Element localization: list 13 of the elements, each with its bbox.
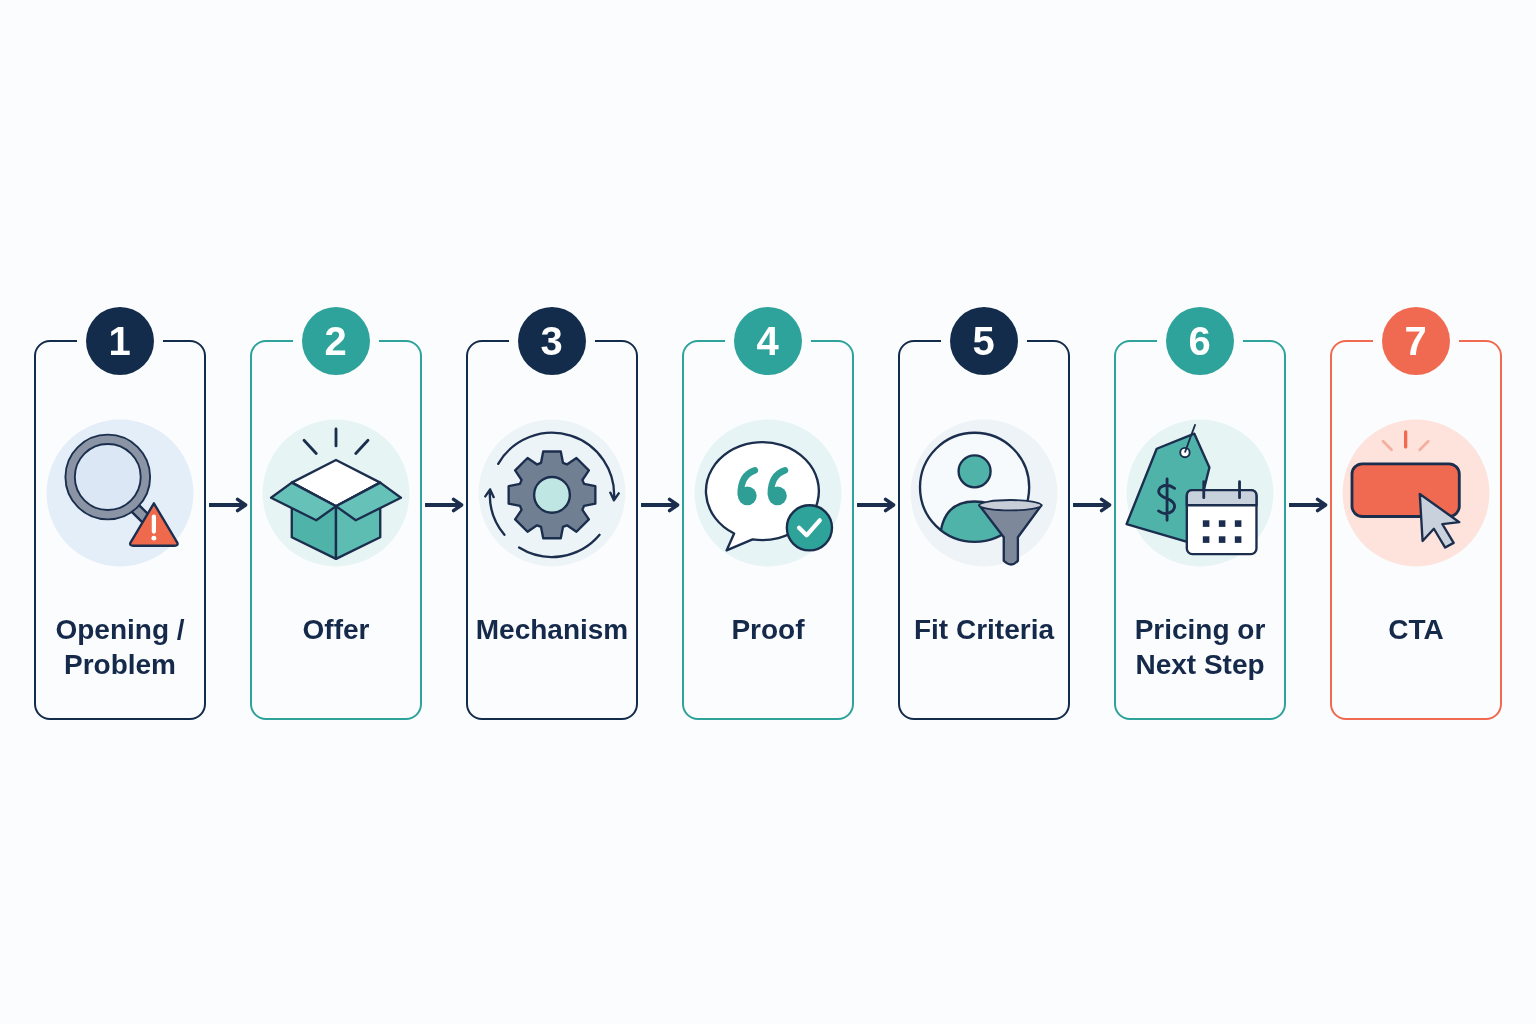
step-label: CTA [1387, 612, 1445, 647]
arrow [425, 497, 464, 513]
step-label: Opening / Problem [54, 612, 186, 682]
step-label: Pricing or Next Step [1133, 612, 1267, 682]
step-label: Mechanism [474, 612, 630, 647]
arrow [1073, 497, 1112, 513]
arrow [209, 497, 248, 513]
arrow [857, 497, 896, 513]
step-label: Proof [730, 612, 806, 647]
arrow [1289, 497, 1328, 513]
step-label: Offer [301, 612, 371, 647]
step-label: Fit Criteria [913, 612, 1056, 647]
arrow [641, 497, 680, 513]
